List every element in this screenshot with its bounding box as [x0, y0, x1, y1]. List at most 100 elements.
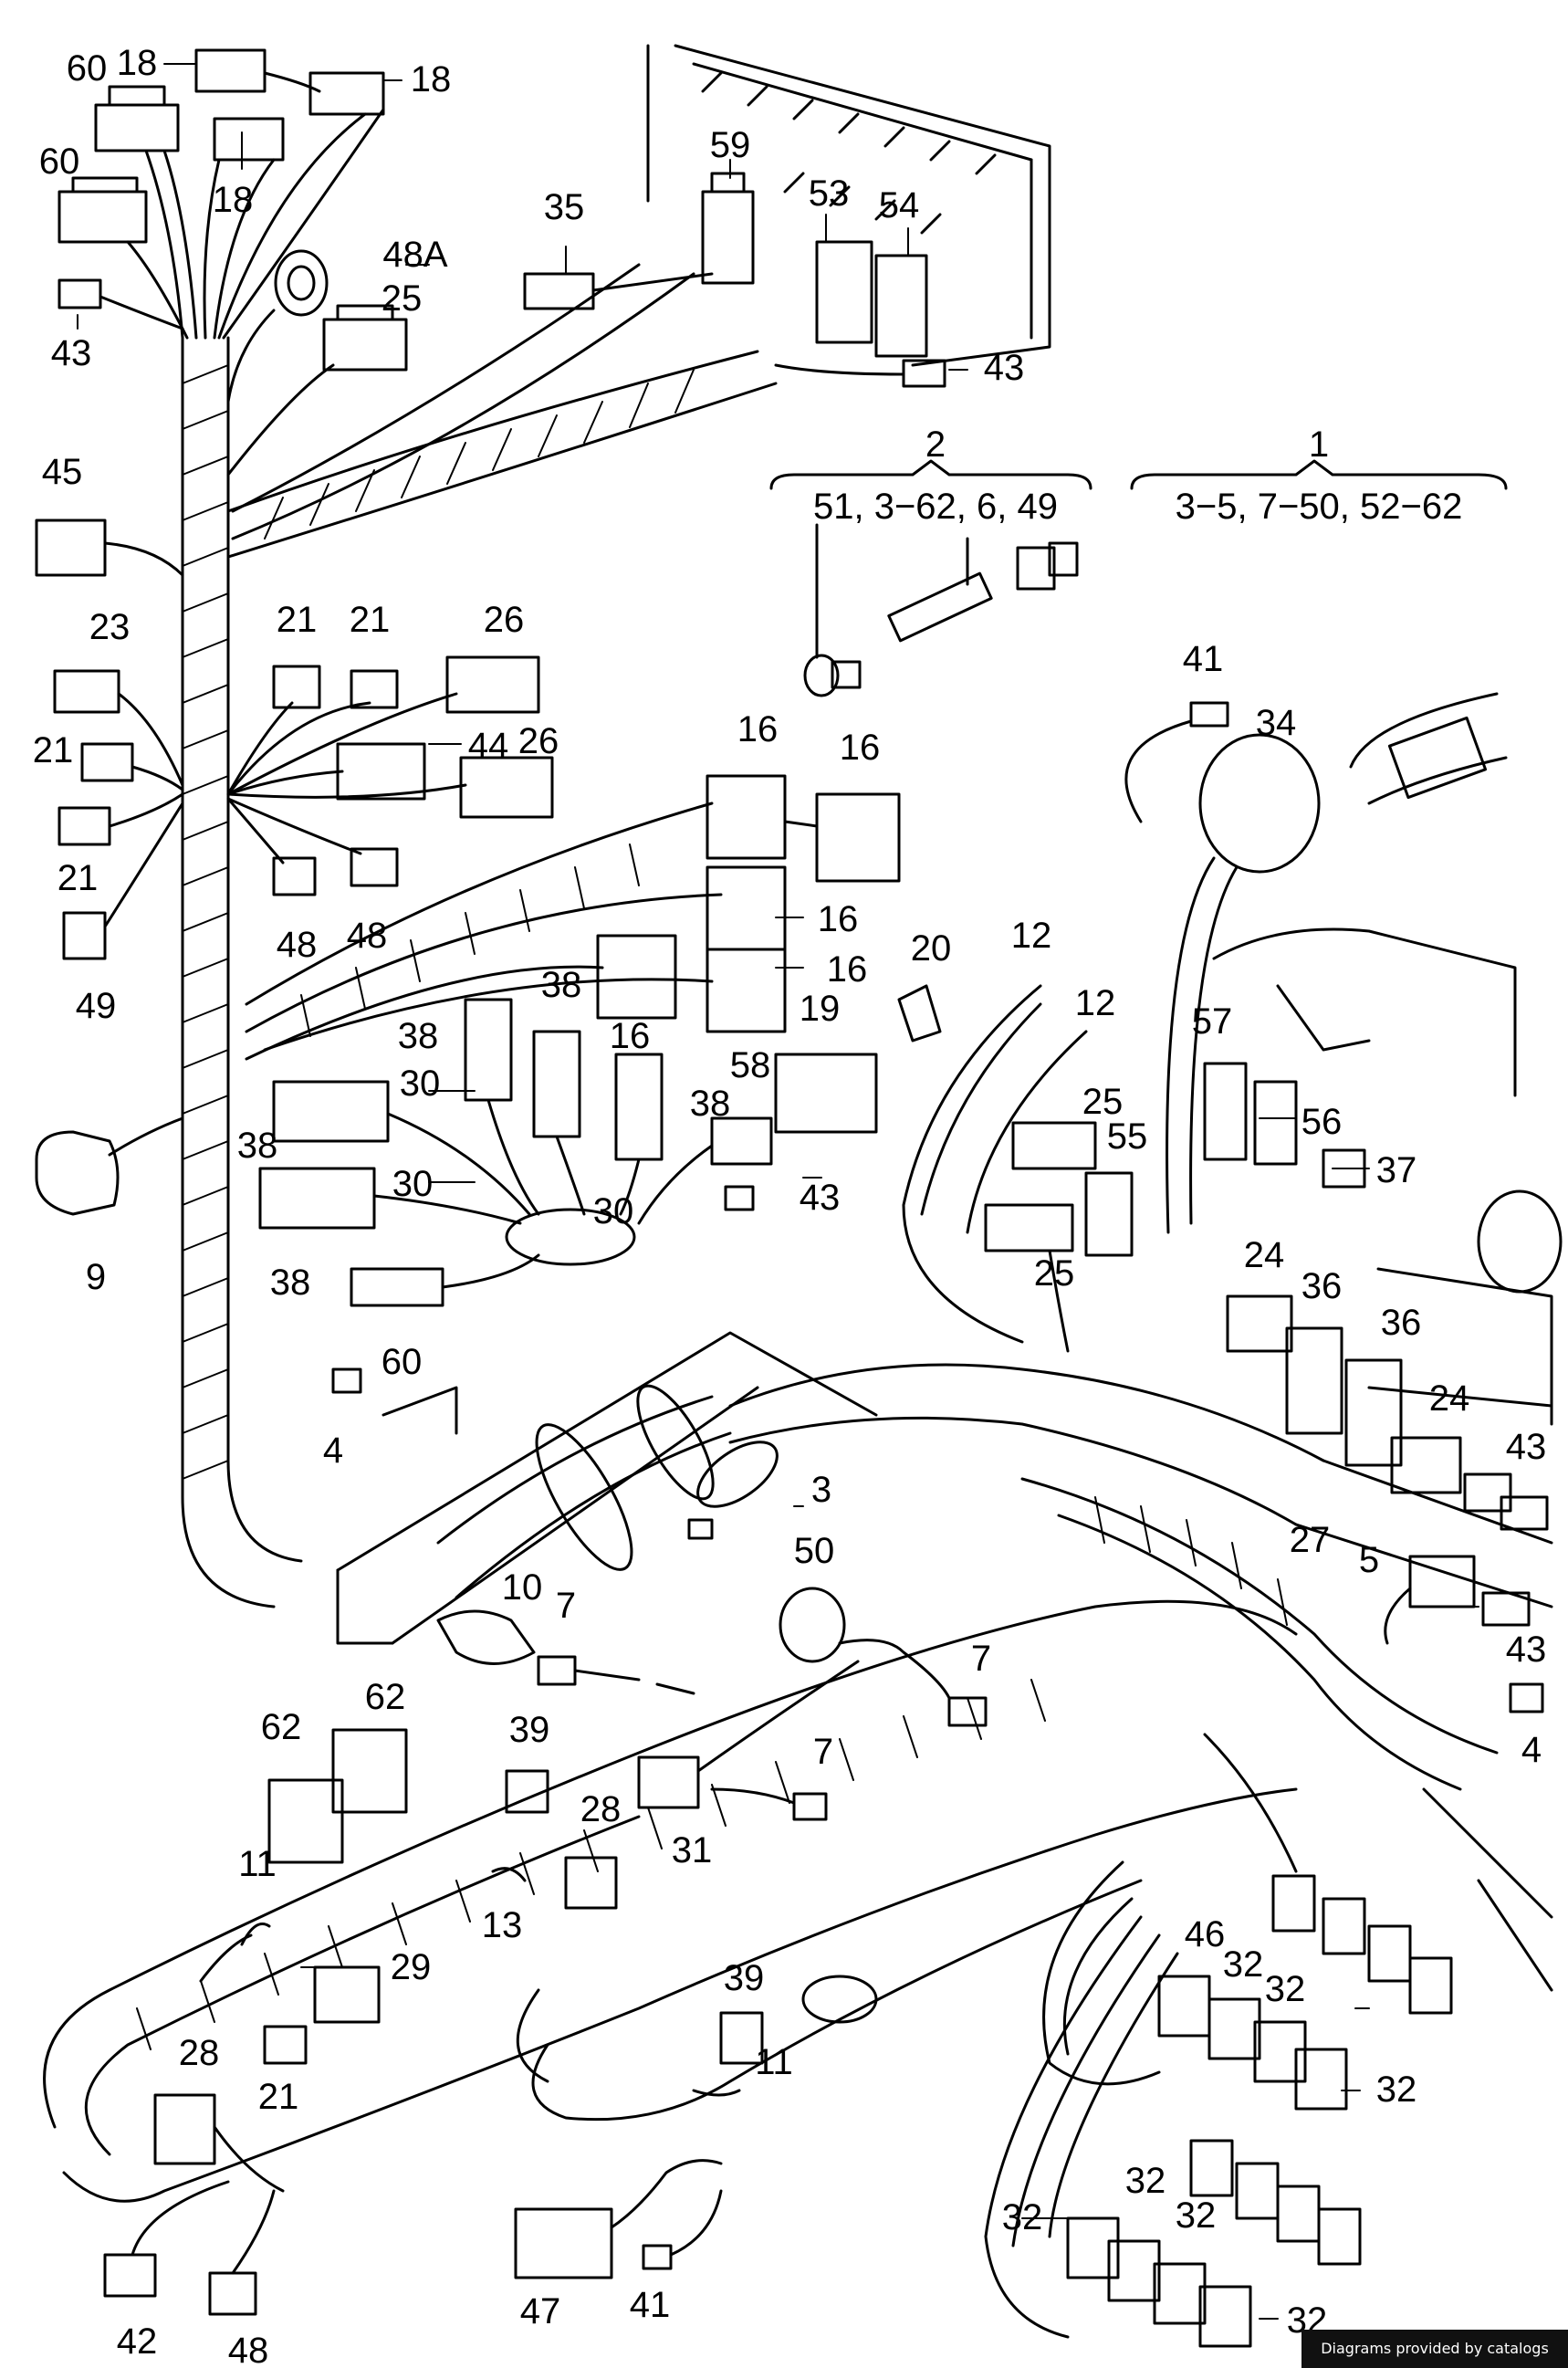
callout: 29 [391, 1947, 432, 1987]
central-harness [331, 1331, 1553, 1791]
callout: 16 [737, 709, 779, 749]
callout: 32 [1265, 1969, 1306, 2009]
callout: 30 [392, 1164, 434, 1204]
callout: 21 [350, 600, 391, 640]
callout: 32 [1002, 2197, 1043, 2237]
callout: 38 [541, 965, 582, 1005]
callout: 47 [520, 2291, 561, 2331]
callout: 60 [67, 48, 108, 89]
top-left-connectors [57, 48, 385, 403]
group-2-range: 51, 3−62, 6, 49 [813, 487, 1058, 527]
callout: 48 [347, 916, 388, 956]
callout: 32 [1176, 2195, 1217, 2236]
group-1-number: 1 [1309, 424, 1329, 465]
callout: 45 [42, 452, 83, 492]
callout: 21 [277, 600, 318, 640]
callout: 32 [1125, 2161, 1166, 2201]
callout: 43 [1506, 1629, 1547, 1670]
callout: 31 [672, 1830, 713, 1870]
callout: 5 [1359, 1540, 1379, 1580]
callout: 62 [365, 1677, 406, 1717]
callout: 25 [1082, 1082, 1124, 1122]
callout: 25 [1034, 1253, 1075, 1294]
callout: 43 [1506, 1427, 1547, 1467]
central-electrics-box [646, 44, 1051, 388]
callout: 58 [730, 1045, 771, 1085]
callout: 25 [382, 278, 423, 319]
callout: 30 [593, 1191, 634, 1231]
group-1-range: 3−5, 7−50, 52−62 [1176, 487, 1463, 527]
callout: 16 [827, 949, 868, 990]
callout: 16 [840, 728, 881, 768]
grommet-and-plugs [436, 1587, 988, 1821]
callout-labels: 60 18 18 60 18 48A 35 59 53 54 25 43 43 … [33, 43, 1547, 2368]
relay-bank-32 [984, 1733, 1553, 2348]
callout: 48 [228, 2331, 269, 2368]
loose-parts-group-2 [803, 523, 1079, 697]
callout: 49 [76, 986, 117, 1026]
callout: 39 [509, 1710, 550, 1750]
callout: 44 [468, 726, 509, 766]
callout: 46 [1185, 1914, 1226, 1954]
callout: 43 [800, 1178, 841, 1218]
callout: 43 [984, 348, 1025, 388]
callout: 38 [270, 1263, 311, 1303]
callout: 18 [117, 43, 158, 83]
diagram-credit: Diagrams provided by catalogs parts [1301, 2330, 1568, 2368]
callout: 18 [411, 59, 452, 100]
callout: 30 [400, 1064, 441, 1104]
upper-diagonal-harness [226, 263, 778, 559]
relay-cluster-16 [245, 774, 901, 1061]
callout: 18 [213, 180, 254, 220]
callout: 35 [544, 187, 585, 227]
right-upper-assembly [1124, 692, 1563, 1294]
bottom-connectors [103, 2159, 723, 2316]
right-connectors-24-36 [1226, 1267, 1553, 1531]
callout: 27 [1290, 1520, 1331, 1560]
callout: 32 [1376, 2069, 1417, 2110]
callout: 21 [258, 2077, 299, 2117]
connector-bank-38-30 [258, 998, 773, 1307]
callout: 7 [971, 1639, 991, 1679]
callout: 12 [1011, 916, 1052, 956]
callout: 60 [39, 141, 80, 182]
callout: 24 [1429, 1378, 1470, 1419]
callout: 13 [482, 1905, 523, 1945]
lower-loop-harness [43, 1599, 1298, 2203]
callout: 56 [1301, 1102, 1343, 1142]
upper-middle-fan [226, 655, 554, 896]
callout: 60 [382, 1342, 423, 1382]
callout: 21 [33, 730, 74, 770]
callout: 38 [398, 1016, 439, 1056]
callout: 55 [1107, 1116, 1148, 1157]
callout: 7 [813, 1732, 833, 1772]
callout: 34 [1256, 703, 1297, 743]
right-lower-connectors [1384, 1472, 1544, 1713]
callout: 41 [630, 2285, 671, 2325]
callout: 3 [811, 1470, 831, 1510]
callout: 59 [710, 125, 751, 165]
left-mid-connectors [35, 519, 184, 1216]
callout: 4 [1521, 1730, 1542, 1770]
cable-tie-3 [687, 1441, 779, 1540]
center-components [774, 984, 1134, 1353]
main-trunk [181, 336, 303, 1608]
callout: 28 [580, 1789, 622, 1829]
callout: 19 [800, 989, 841, 1029]
group-brackets [769, 459, 1508, 490]
callout: 11 [238, 1844, 277, 1884]
callout: 36 [1301, 1266, 1343, 1306]
callout: 11 [755, 2042, 793, 2082]
lower-left-components [153, 1728, 878, 2193]
callout: 4 [323, 1430, 343, 1471]
callout: 28 [179, 2033, 220, 2073]
callout: 12 [1075, 983, 1116, 1023]
callout: 26 [484, 600, 525, 640]
callout: 37 [1376, 1150, 1417, 1190]
callout: 20 [911, 928, 952, 969]
callout: 48 [277, 925, 318, 965]
callout: 38 [690, 1084, 731, 1124]
callout: 42 [117, 2321, 158, 2362]
